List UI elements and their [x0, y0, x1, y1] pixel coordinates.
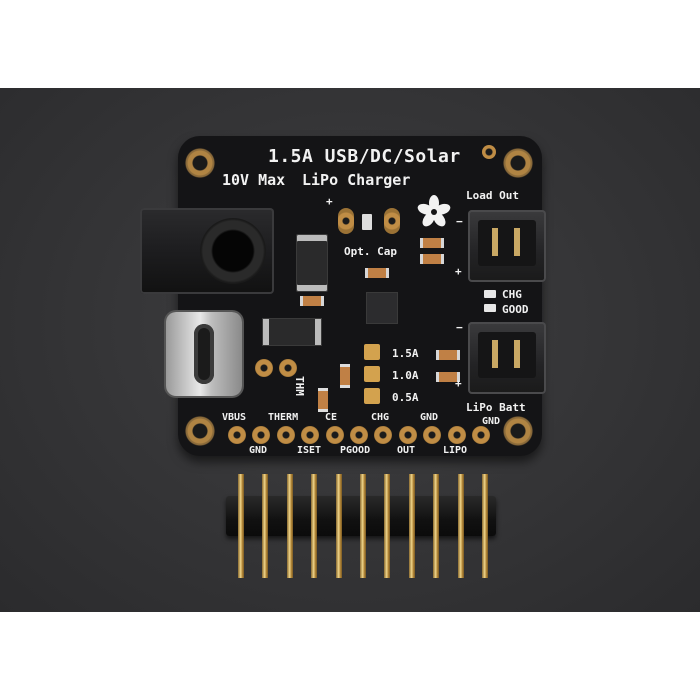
charger-ic [366, 292, 398, 324]
pin-label-bottom-3: PGOOD [340, 445, 371, 456]
header-pad [472, 426, 490, 444]
opt-cap-pad-left [338, 208, 354, 234]
header-pin [262, 474, 269, 578]
current-label-2: 1.0A [392, 369, 419, 382]
header-pin [238, 474, 244, 578]
pin-label-bottom-1: GND [249, 445, 268, 456]
smd-resistor [420, 254, 444, 264]
header-pad [374, 426, 393, 444]
smd-resistor [420, 238, 444, 248]
pin-label-bottom-4: OUT [397, 445, 416, 456]
batt-plus: + [455, 377, 462, 390]
header-pad [325, 426, 344, 444]
iset-jumper-3 [364, 388, 380, 404]
load-plus: + [455, 265, 462, 278]
board-title: 1.5A USB/DC/Solar [268, 146, 461, 167]
header-pin [311, 474, 318, 578]
load-out-label: Load Out [466, 189, 519, 202]
batt-gnd-label: GND [482, 416, 501, 427]
adafruit-flower-logo [417, 195, 451, 227]
header-pad [228, 426, 246, 444]
jst-connector-load-out [468, 210, 546, 282]
pin-label-top-5: GND [420, 412, 439, 423]
smd-resistor [300, 296, 324, 306]
therm-pad-1 [255, 359, 273, 377]
good-led [484, 304, 496, 312]
header-pin [335, 474, 342, 578]
pin-label-bottom-2: ISET [297, 445, 322, 456]
pin-label-top-3: CE [325, 412, 338, 423]
diode-upper [296, 234, 328, 292]
test-pad [482, 145, 496, 159]
header-pad [423, 426, 442, 444]
jst-connector-lipo-batt [468, 322, 546, 394]
smd-resistor [365, 268, 389, 278]
iset-jumper-1 [364, 344, 380, 360]
header-pin [360, 474, 366, 578]
pin-label-top-4: CHG [371, 412, 390, 423]
current-label-3: 0.5A [392, 391, 419, 404]
pin-label-bottom-5: LIPO [443, 445, 468, 456]
header-pin [433, 474, 440, 578]
header-pin [408, 474, 415, 578]
current-label-1: 1.5A [392, 347, 419, 360]
opt-cap-plus: + [326, 195, 333, 208]
batt-minus: − [456, 321, 463, 334]
smd-resistor [436, 350, 460, 360]
lipo-batt-label: LiPo Batt [466, 401, 526, 414]
mounting-hole-top-left [183, 146, 217, 180]
usb-c-port [166, 312, 242, 396]
thm-label: THM [293, 376, 306, 396]
diode-lower [262, 318, 322, 346]
board-subtitle-max-voltage: 10V Max [222, 171, 286, 189]
header-pin [457, 474, 464, 578]
header-pin [286, 474, 293, 578]
chg-led [484, 290, 496, 298]
load-minus: − [456, 215, 463, 228]
iset-jumper-2 [364, 366, 380, 382]
mounting-hole-top-right [501, 146, 535, 180]
pin-label-top-2: THERM [268, 412, 299, 423]
smd-resistor [318, 388, 328, 412]
smd-resistor [340, 364, 350, 388]
smd-resistor [436, 372, 460, 382]
header-pad [301, 426, 320, 444]
opt-cap-pad-right [384, 208, 400, 234]
header-pad [350, 426, 368, 444]
mounting-hole-bottom-left [183, 414, 217, 448]
header-pad [276, 426, 295, 444]
good-led-label: GOOD [502, 303, 529, 316]
dc-barrel-jack [140, 208, 274, 294]
mounting-hole-bottom-right [501, 414, 535, 448]
therm-pad-2 [279, 359, 297, 377]
board-subtitle-charger: LiPo Charger [302, 171, 411, 189]
header-pad [398, 426, 417, 444]
pin-label-top-1: VBUS [222, 412, 247, 423]
header-pad [252, 426, 271, 444]
header-pin [482, 474, 488, 578]
header-pad [447, 426, 466, 444]
pcb-board [178, 136, 542, 456]
header-pin [384, 474, 391, 578]
opt-cap-footprint [362, 214, 372, 230]
chg-led-label: CHG [502, 288, 522, 301]
opt-cap-label: Opt. Cap [344, 245, 397, 258]
